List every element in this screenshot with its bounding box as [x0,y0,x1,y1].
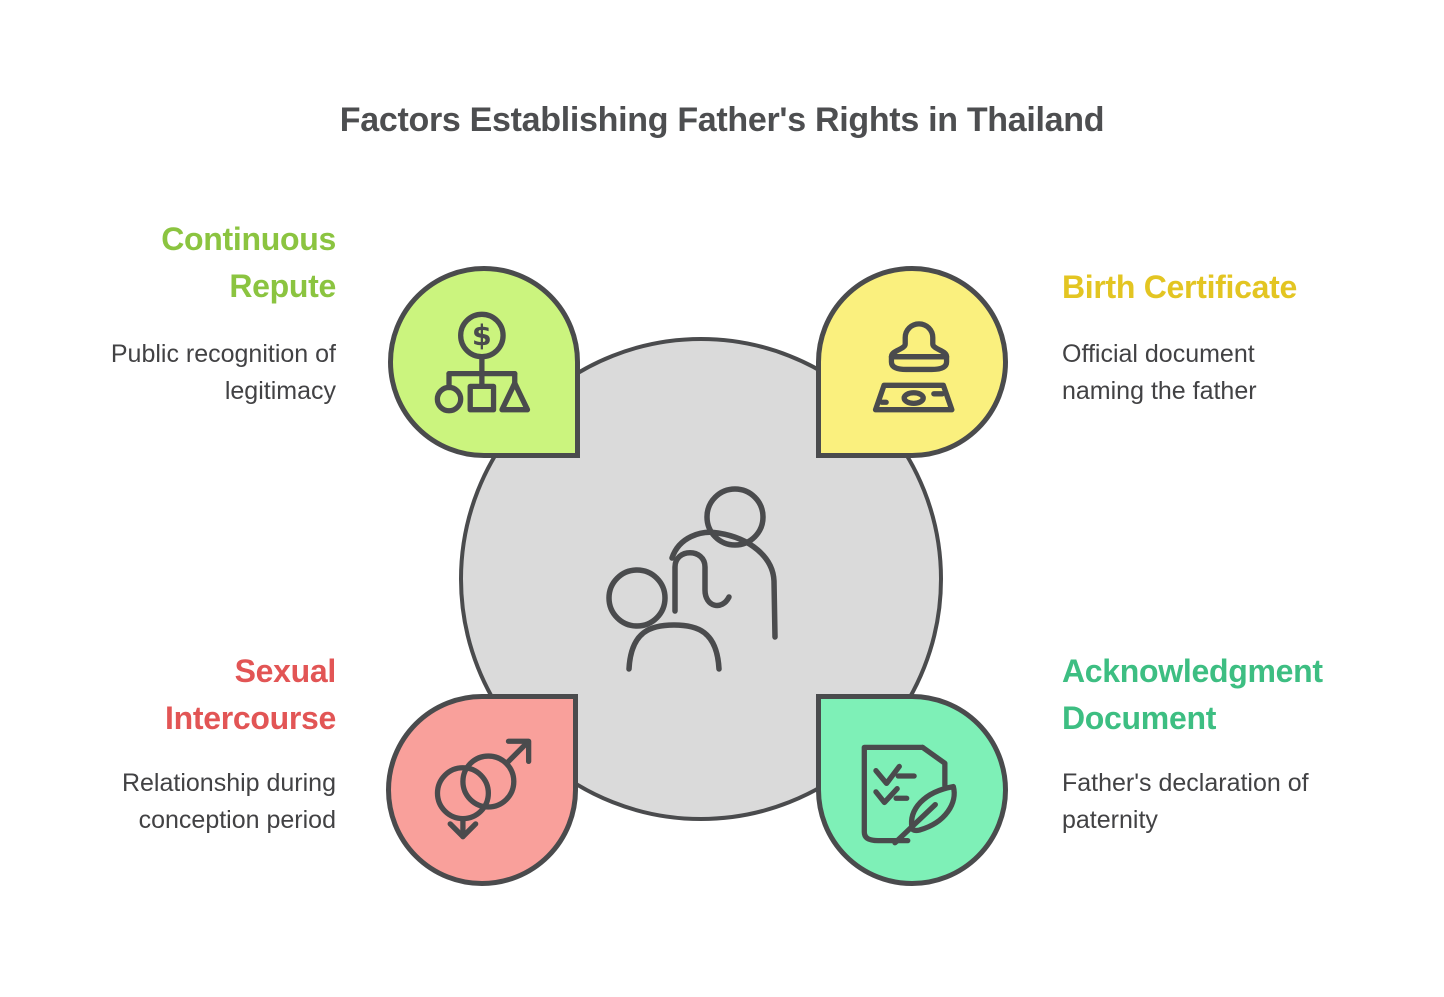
svg-text:$: $ [472,318,492,352]
factor-heading-continuous-repute: Continuous Repute [161,221,336,304]
factor-description-acknowledgment-document: Father's declaration of paternity [1062,769,1309,834]
parent-child-icon [606,486,778,672]
infographic-title: Factors Establishing Father's Rights in … [339,101,1105,139]
document-quill-icon [861,744,957,846]
factor-pod-birth-certificate [816,266,1008,458]
factor-pod-continuous-repute: $ [388,266,580,458]
factor-heading-birth-certificate: Birth Certificate [1062,269,1297,305]
factor-description-birth-certificate: Official document naming the father [1062,340,1257,405]
factor-pod-acknowledgment-document [816,694,1008,886]
money-allocation-icon: $ [434,311,531,414]
factor-pod-sexual-intercourse [386,694,578,886]
stamp-icon [872,321,955,413]
factor-description-sexual-intercourse: Relationship during conception period [121,769,336,834]
factor-description-continuous-repute: Public recognition of legitimacy [110,340,336,405]
factor-heading-sexual-intercourse: Sexual Intercourse [165,653,336,736]
factor-heading-acknowledgment-document: Acknowledgment Document [1062,653,1323,736]
gender-symbols-icon [434,738,532,840]
